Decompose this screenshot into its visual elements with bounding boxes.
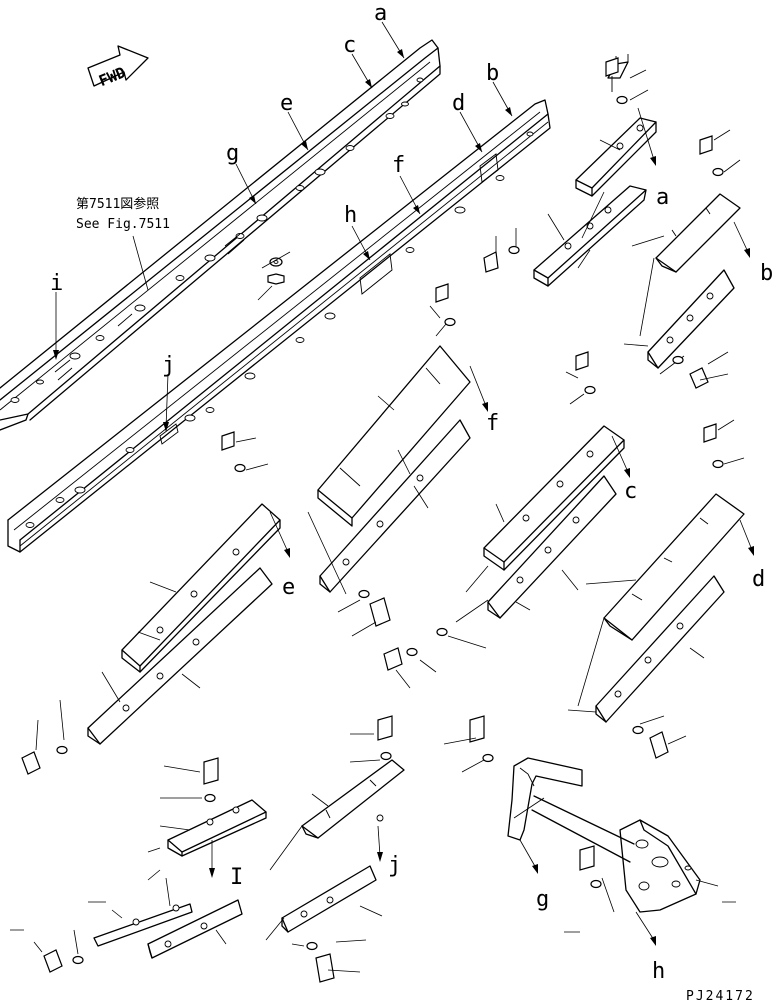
arrow-label-d: d	[752, 567, 765, 592]
bracket-group-gh	[443, 715, 736, 946]
arrow-label-c: c	[624, 479, 637, 504]
bracket-group-b	[623, 129, 750, 389]
callout-g: g	[226, 141, 239, 166]
arrow-label-f: f	[486, 411, 499, 436]
bracket-group-f	[307, 283, 488, 637]
lower-frame-rail	[7, 99, 551, 553]
arrow-label-h: h	[652, 959, 665, 984]
arrow-label-g: g	[536, 887, 549, 912]
callout-b: b	[486, 61, 499, 86]
drawing-code: PJ24172	[686, 989, 755, 1004]
callout-e: e	[280, 91, 293, 116]
bolt-a	[605, 57, 619, 92]
forward-direction-arrow: FWD	[87, 45, 149, 90]
reference-leader-line	[132, 235, 149, 291]
arrow-label-i: I	[230, 865, 243, 890]
upper-frame-rail	[0, 39, 441, 431]
arrow-label-j: j	[388, 853, 401, 878]
bracket-group-a	[483, 54, 657, 287]
fwd-label: FWD	[96, 63, 128, 90]
callout-j: j	[162, 353, 175, 378]
callout-a: a	[374, 1, 387, 26]
frame-bolt-washer	[257, 251, 291, 301]
reference-note-jp: 第7511図参照	[76, 196, 159, 212]
callout-c: c	[343, 33, 356, 58]
bracket-group-i	[10, 757, 267, 973]
callout-d: d	[452, 91, 465, 116]
bracket-group-d	[567, 419, 754, 759]
callout-h: h	[344, 203, 357, 228]
arrow-label-a: a	[656, 185, 669, 210]
arrow-label-e: e	[282, 575, 295, 600]
callout-leaders	[53, 21, 513, 432]
reference-note-en: See Fig.7511	[76, 217, 170, 232]
callout-i: i	[50, 271, 63, 296]
arrow-label-b: b	[760, 261, 772, 286]
bracket-group-e	[21, 431, 290, 775]
bracket-group-j	[265, 715, 405, 983]
callout-f: f	[392, 153, 405, 178]
bracket-group-c	[383, 351, 630, 689]
